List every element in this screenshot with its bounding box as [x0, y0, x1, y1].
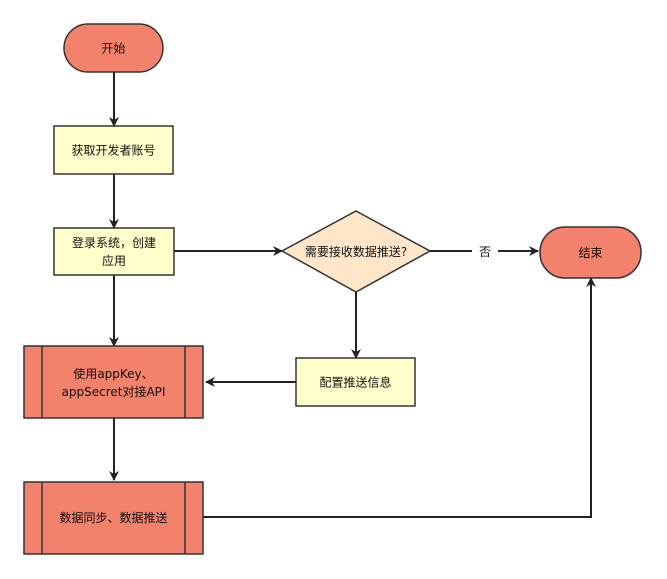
- edge-label-no: 否: [479, 245, 491, 259]
- sync-subprocess-shape: [23, 481, 204, 555]
- sync-label: 数据同步、数据推送: [59, 510, 167, 525]
- node-end: 结束: [539, 226, 642, 279]
- use-api-label-line1: 使用appKey、: [73, 366, 153, 381]
- node-use-api: 使用appKey、 appSecret对接API: [23, 345, 204, 419]
- end-label: 结束: [578, 246, 602, 260]
- node-decision: 需要接收数据推送?: [280, 210, 432, 293]
- node-get-account: 获取开发者账号: [53, 125, 174, 175]
- config-push-process-shape: [295, 357, 416, 407]
- node-sync: 数据同步、数据推送: [23, 481, 204, 555]
- config-push-label: 配置推送信息: [319, 375, 391, 390]
- node-start: 开始: [63, 23, 164, 73]
- node-config-push: 配置推送信息: [295, 357, 416, 407]
- edge-sync-to-end: [203, 277, 596, 518]
- decision-label: 需要接收数据推送?: [305, 244, 407, 259]
- use-api-subprocess-shape: [23, 345, 204, 419]
- end-terminal-shape: [539, 226, 642, 279]
- connectors: [109, 72, 596, 518]
- start-terminal-shape: [63, 23, 164, 73]
- get-account-label: 获取开发者账号: [71, 143, 155, 158]
- login-process-shape: [53, 227, 175, 276]
- node-login: 登录系统，创建 应用: [53, 227, 175, 276]
- login-label-line1: 登录系统，创建: [72, 235, 156, 250]
- get-account-process-shape: [53, 125, 174, 175]
- decision-diamond-shape: [280, 210, 432, 293]
- login-label-line2: 应用: [102, 253, 126, 268]
- start-label: 开始: [101, 42, 125, 56]
- use-api-label-line2: appSecret对接API: [62, 384, 166, 399]
